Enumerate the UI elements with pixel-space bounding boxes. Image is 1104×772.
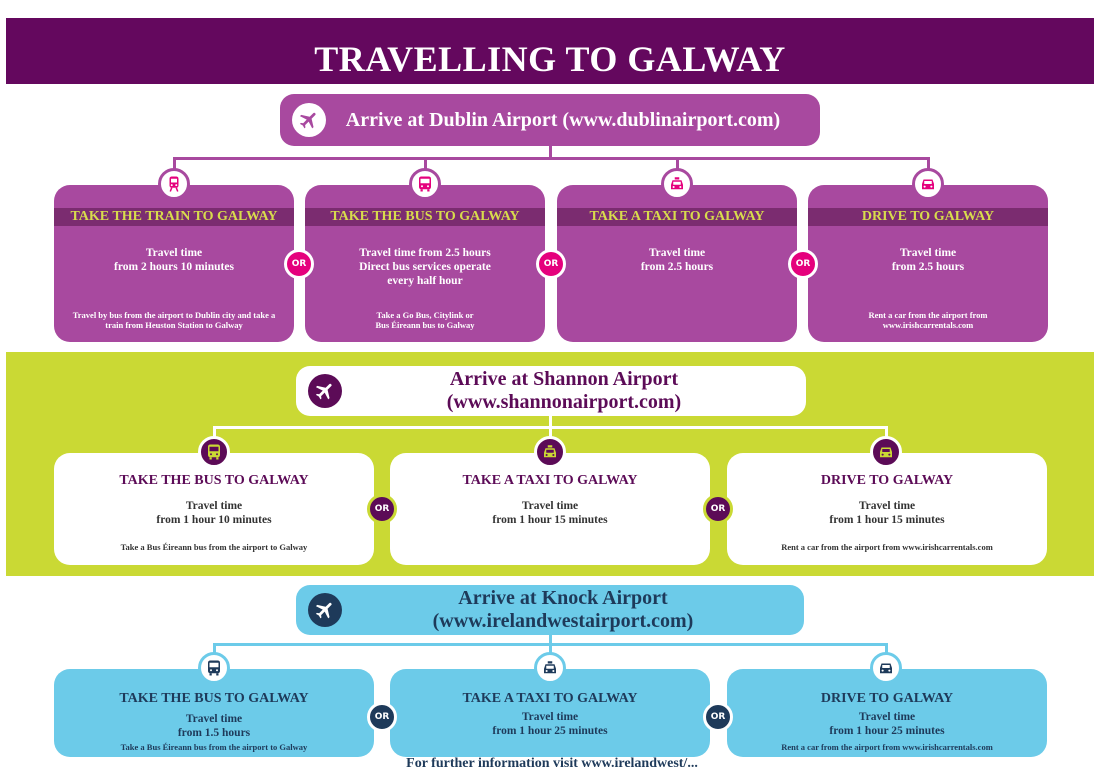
option-description: Rent a car from the airport from: [868, 310, 988, 320]
travel-time: from 1 hour 15 minutes: [492, 514, 608, 526]
connector-line: [173, 157, 176, 169]
or-badge: OR: [703, 494, 733, 524]
travel-time: Travel time: [858, 711, 916, 723]
option-description: train from Heuston Station to Galway: [105, 320, 243, 330]
footer-text: For further information visit www.irelan…: [406, 756, 698, 771]
travel-time: Travel time: [521, 711, 579, 723]
shannon-option-drive: DRIVE TO GALWAY Travel time from 1 hour …: [727, 453, 1047, 565]
connector-line: [549, 416, 552, 428]
dublin-option-train: TAKE THE TRAIN TO GALWAY Travel time fro…: [54, 185, 294, 342]
knock-option-taxi: TAKE A TAXI TO GALWAY Travel time from 1…: [390, 669, 710, 757]
shannon-option-taxi: TAKE A TAXI TO GALWAY Travel time from 1…: [390, 453, 710, 565]
connector-line: [549, 146, 552, 158]
taxi-icon: [534, 436, 566, 468]
or-badge: OR: [536, 249, 566, 279]
travel-time: from 1 hour 25 minutes: [829, 725, 945, 737]
option-description: Travel by bus from the airport to Dublin…: [72, 310, 276, 320]
option-description: www.irishcarrentals.com: [882, 320, 974, 330]
shannon-airport-pill: Arrive at Shannon Airport (www.shannonai…: [296, 366, 806, 416]
option-description: Take a Bus Éireann bus from the airport …: [120, 542, 308, 552]
option-title: TAKE A TAXI TO GALWAY: [557, 208, 797, 226]
connector-line: [885, 643, 888, 653]
option-description: Bus Éireann bus to Galway: [375, 320, 475, 330]
connector-line: [549, 643, 552, 653]
bus-icon: [198, 436, 230, 468]
travel-time: from 1 hour 25 minutes: [492, 725, 608, 737]
page-title: TRAVELLING TO GALWAY: [314, 39, 786, 79]
option-title: TAKE THE BUS TO GALWAY: [119, 473, 309, 488]
travel-time: Travel time: [185, 500, 243, 512]
travel-time: Travel time: [145, 247, 203, 259]
or-badge: OR: [788, 249, 818, 279]
shannon-option-bus: TAKE THE BUS TO GALWAY Travel time from …: [54, 453, 374, 565]
connector-line: [927, 157, 930, 169]
car-icon: [870, 436, 902, 468]
option-title: TAKE THE BUS TO GALWAY: [119, 691, 309, 706]
or-badge: OR: [703, 702, 733, 732]
dublin-option-drive: DRIVE TO GALWAY Travel time from 2.5 hou…: [808, 185, 1048, 342]
travel-time: Travel time: [899, 247, 957, 259]
connector-line: [676, 157, 679, 169]
travel-time: Travel time: [521, 500, 579, 512]
travel-time: Travel time: [858, 500, 916, 512]
plane-icon: [292, 103, 326, 137]
or-badge: OR: [284, 249, 314, 279]
travel-time: Travel time: [648, 247, 706, 259]
option-title: TAKE A TAXI TO GALWAY: [462, 473, 638, 488]
dublin-airport-label: Arrive at Dublin Airport (www.dublinairp…: [345, 108, 781, 131]
knock-airport-pill: Arrive at Knock Airport (www.irelandwest…: [296, 585, 804, 635]
connector-line: [213, 643, 216, 653]
travel-time: Travel time: [185, 713, 243, 725]
dublin-option-taxi: TAKE A TAXI TO GALWAY Travel time from 2…: [557, 185, 797, 342]
option-description: Take a Bus Éireann bus from the airport …: [120, 742, 308, 752]
connector-line: [885, 426, 888, 438]
or-badge: OR: [367, 702, 397, 732]
travel-time: from 2.5 hours: [891, 261, 965, 273]
option-title: TAKE THE TRAIN TO GALWAY: [54, 208, 294, 226]
connector-line: [549, 426, 552, 438]
train-icon: [158, 168, 190, 200]
title-bar: TRAVELLING TO GALWAY: [6, 18, 1094, 84]
travel-time: every half hour: [387, 275, 463, 287]
knock-airport-label: Arrive at Knock Airport (www.irelandwest…: [432, 587, 694, 632]
travel-time: Direct bus services operate: [359, 261, 491, 273]
connector-line: [173, 157, 930, 160]
car-icon: [912, 168, 944, 200]
taxi-icon: [534, 652, 566, 684]
option-description: Rent a car from the airport from www.iri…: [781, 742, 993, 752]
option-description: Take a Go Bus, Citylink or: [376, 310, 474, 320]
travel-time: from 2 hours 10 minutes: [114, 261, 234, 273]
taxi-icon: [661, 168, 693, 200]
or-badge: OR: [367, 494, 397, 524]
travel-time: from 1 hour 15 minutes: [829, 514, 945, 526]
plane-icon: [308, 374, 342, 408]
dublin-option-bus: TAKE THE BUS TO GALWAY Travel time from …: [305, 185, 545, 342]
option-title: DRIVE TO GALWAY: [808, 208, 1048, 226]
option-title: DRIVE TO GALWAY: [820, 691, 954, 706]
knock-option-bus: TAKE THE BUS TO GALWAY Travel time from …: [54, 669, 374, 757]
option-title: TAKE THE BUS TO GALWAY: [305, 208, 545, 226]
connector-line: [424, 157, 427, 169]
dublin-airport-pill: Arrive at Dublin Airport (www.dublinairp…: [280, 94, 820, 146]
bus-icon: [409, 168, 441, 200]
option-title: DRIVE TO GALWAY: [820, 473, 954, 488]
option-description: Rent a car from the airport from www.iri…: [781, 542, 993, 552]
shannon-airport-label: Arrive at Shannon Airport (www.shannonai…: [446, 368, 682, 413]
plane-icon: [308, 593, 342, 627]
travel-time: from 1 hour 10 minutes: [156, 514, 272, 526]
bus-icon: [198, 652, 230, 684]
connector-line: [213, 426, 216, 438]
option-title: TAKE A TAXI TO GALWAY: [462, 691, 638, 706]
travel-time: from 1.5 hours: [177, 727, 251, 739]
travel-time: Travel time from 2.5 hours: [359, 247, 491, 259]
connector-line: [549, 635, 552, 645]
car-icon: [870, 652, 902, 684]
travel-time: from 2.5 hours: [640, 261, 714, 273]
